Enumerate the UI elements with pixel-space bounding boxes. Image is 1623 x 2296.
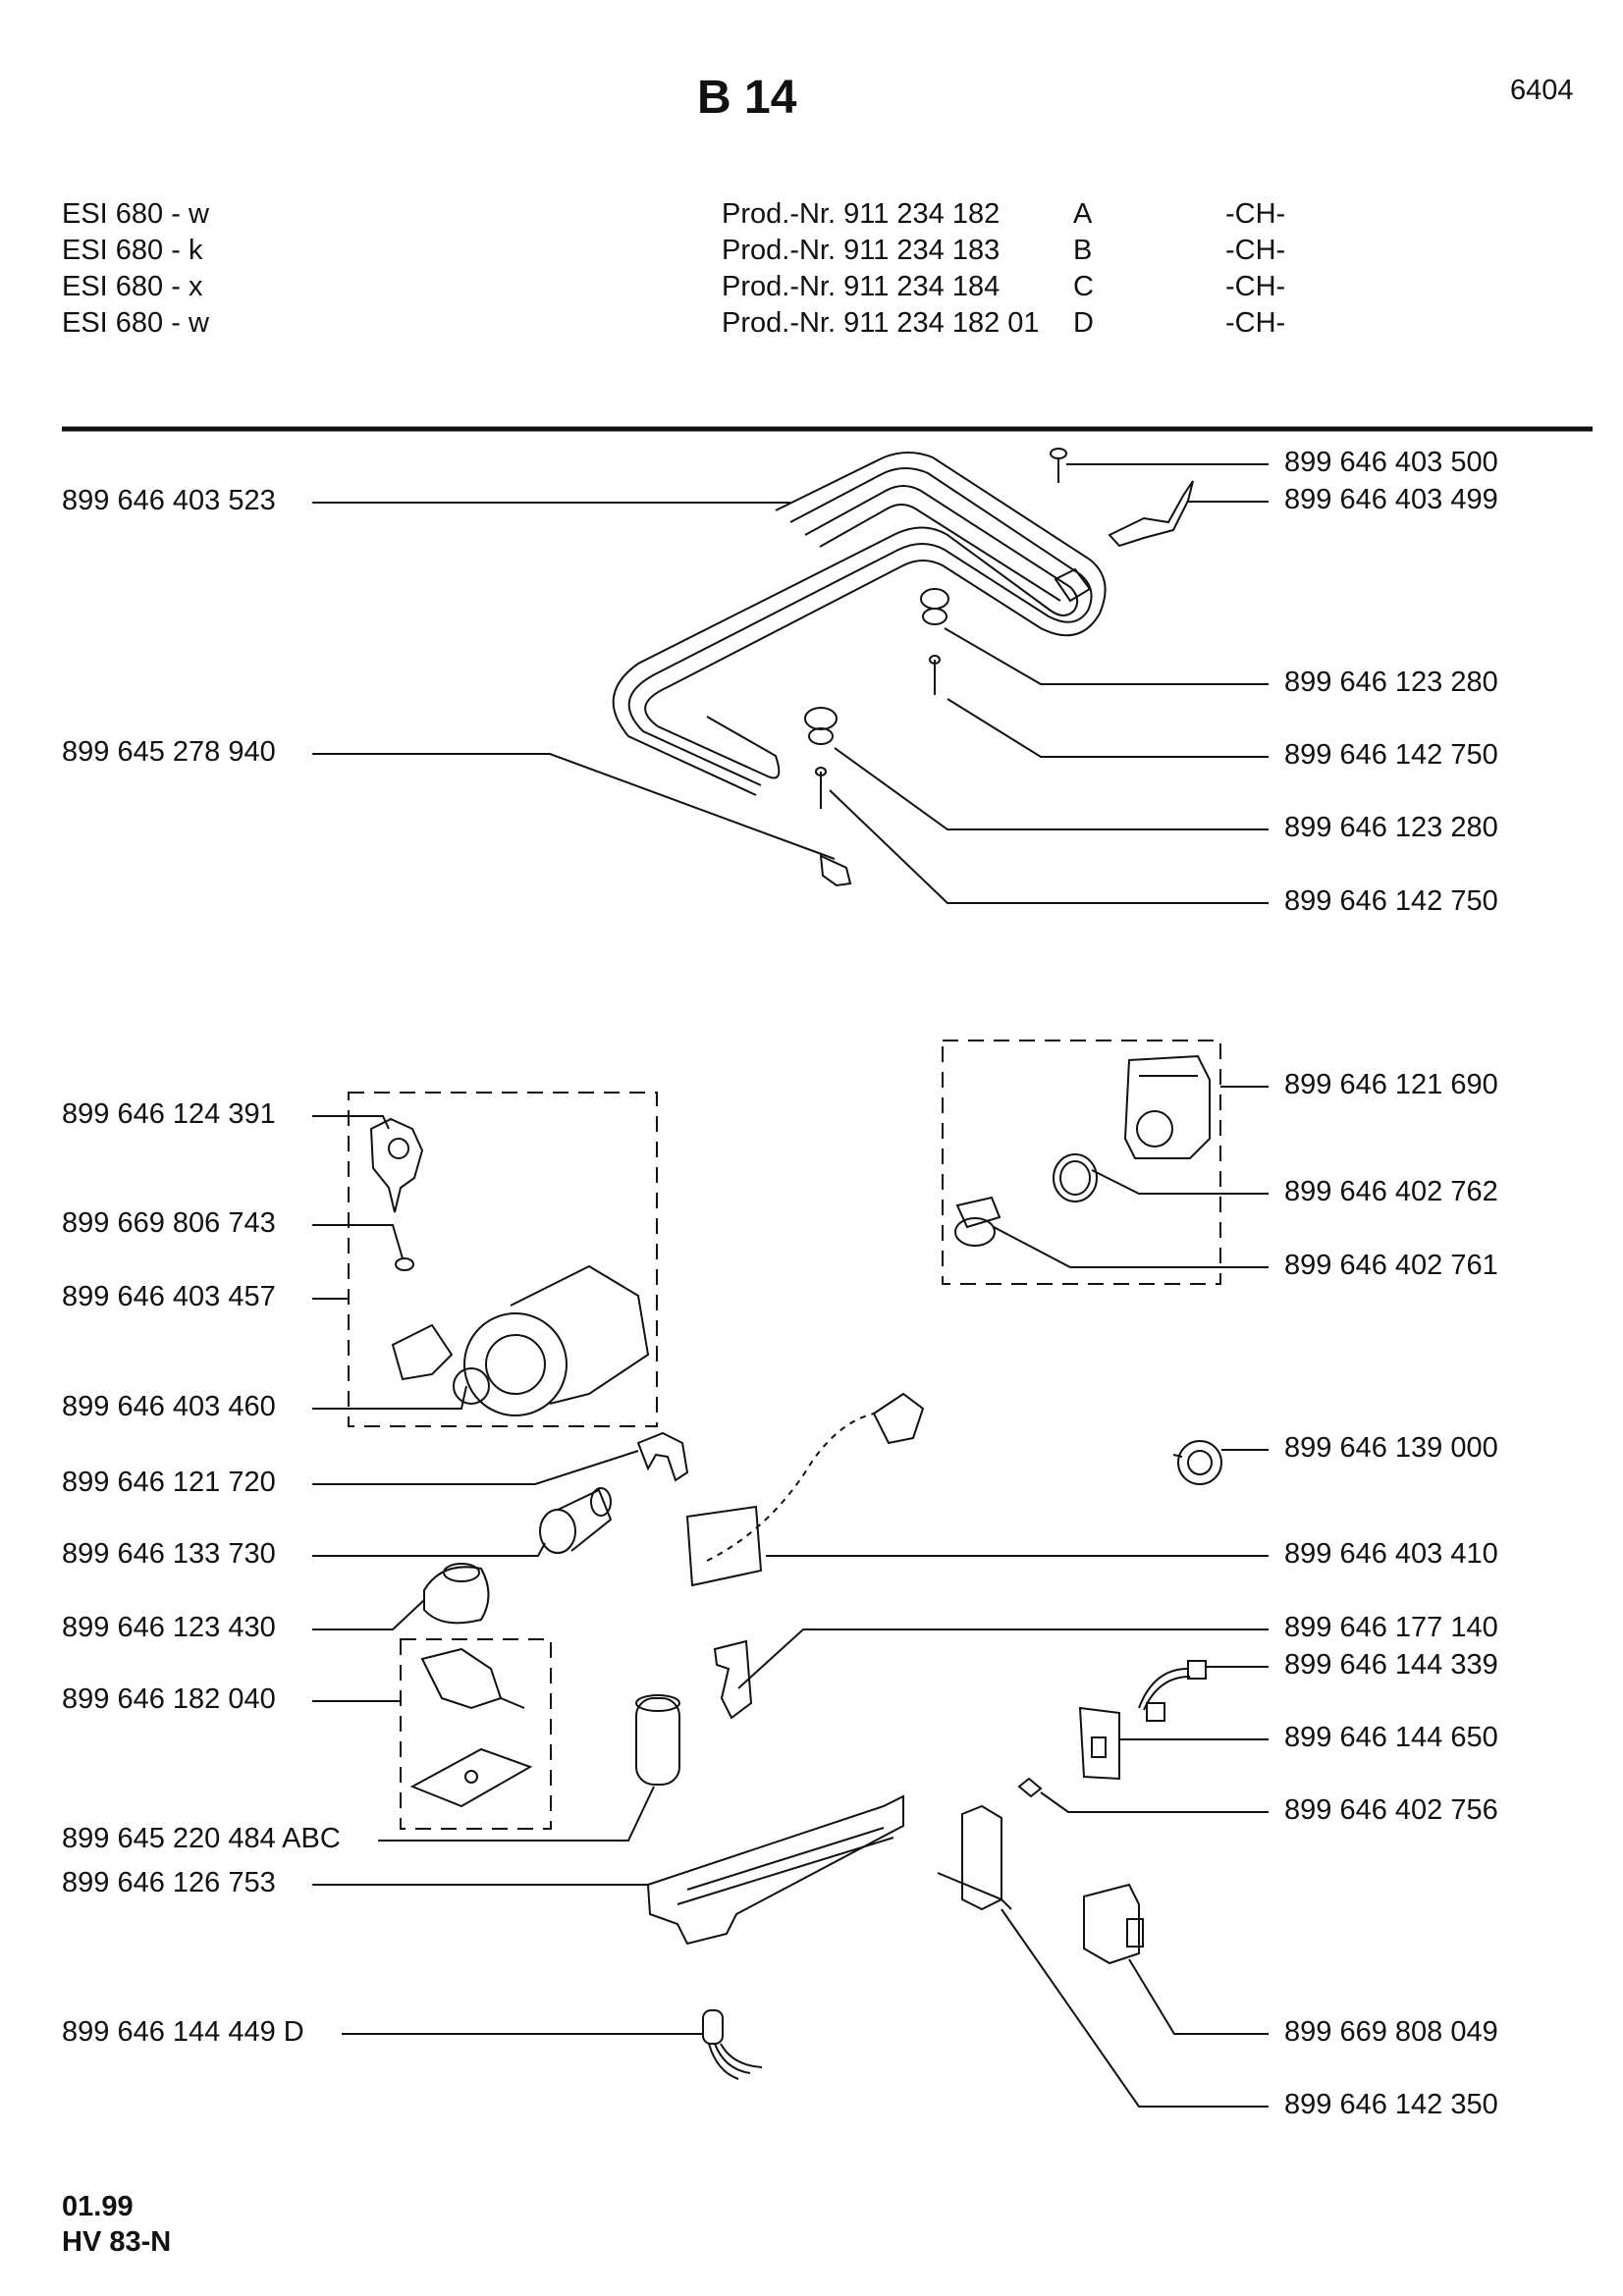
part-number-label: 899 646 123 430 <box>62 1612 276 1643</box>
power-cable-icon <box>685 1392 925 1587</box>
heating-element-icon <box>612 452 1107 796</box>
part-number-label: 899 646 403 410 <box>1284 1538 1498 1570</box>
part-number-label: 899 646 402 761 <box>1284 1250 1498 1281</box>
clip-icon <box>636 1431 689 1482</box>
capacitor-icon <box>635 1694 680 1786</box>
model-variant: D <box>1073 307 1094 339</box>
relay-icon <box>1083 1883 1144 1965</box>
switch-group-box <box>400 1638 552 1830</box>
model-prod-number: Prod.-Nr. 911 234 184 <box>722 271 1001 302</box>
part-number-label: 899 646 402 756 <box>1284 1794 1498 1826</box>
model-prod-number: Prod.-Nr. 911 234 183 <box>722 235 1001 266</box>
model-name: ESI 680 - k <box>62 235 203 266</box>
part-number-label: 899 646 142 750 <box>1284 885 1498 917</box>
part-number-label: 899 646 133 730 <box>62 1538 276 1570</box>
pressure-switch-icon <box>369 1117 424 1213</box>
seal-ring-icon <box>1053 1153 1098 1202</box>
part-number-label: 899 646 182 040 <box>62 1683 276 1715</box>
part-number-label: 899 646 403 500 <box>1284 447 1498 478</box>
part-number-label: 899 646 142 350 <box>1284 2089 1498 2120</box>
part-number-label: 899 646 177 140 <box>1284 1612 1498 1643</box>
part-number-label: 899 646 126 753 <box>62 1867 276 1898</box>
part-number-label: 899 646 403 523 <box>62 485 276 516</box>
part-number-label: 899 645 278 940 <box>62 736 276 768</box>
model-prod-number: Prod.-Nr. 911 234 182 <box>722 198 1001 230</box>
pin-icon <box>815 767 827 809</box>
cable-capacitor-icon <box>702 2009 763 2080</box>
screw-icon <box>1050 448 1067 483</box>
model-country: -CH- <box>1225 271 1286 302</box>
small-screw-icon <box>1017 1777 1043 1798</box>
circulation-pump-icon <box>391 1264 650 1416</box>
switch-icon <box>420 1647 525 1710</box>
page-title: B 14 <box>697 72 797 124</box>
model-name: ESI 680 - w <box>62 307 209 339</box>
level-switch-icon <box>1123 1054 1211 1159</box>
thermostat-icon <box>1172 1440 1222 1485</box>
sensor-icon <box>819 854 852 887</box>
part-number-label: 899 669 806 743 <box>62 1207 276 1239</box>
part-number-label: 899 646 144 339 <box>1284 1649 1498 1681</box>
footer-date: 01.99 <box>62 2191 134 2222</box>
holder-icon <box>713 1639 753 1720</box>
model-variant: B <box>1073 235 1093 266</box>
part-number-label: 899 646 403 499 <box>1284 484 1498 515</box>
sheet-number: 6404 <box>1510 75 1574 106</box>
grommet-icon <box>804 707 838 745</box>
pump-group-box <box>348 1092 658 1427</box>
part-number-label: 899 646 402 762 <box>1284 1176 1498 1207</box>
washer-icon <box>395 1257 414 1271</box>
control-panel-icon <box>646 1794 904 1946</box>
model-country: -CH- <box>1225 235 1286 266</box>
part-number-label: 899 646 139 000 <box>1284 1432 1498 1464</box>
model-name: ESI 680 - x <box>62 271 203 302</box>
part-number-label: 899 646 144 650 <box>1284 1722 1498 1753</box>
part-number-label: 899 646 403 457 <box>62 1281 276 1312</box>
model-variant: A <box>1073 198 1093 230</box>
pin-icon <box>929 655 941 695</box>
model-variant: C <box>1073 271 1094 302</box>
model-country: -CH- <box>1225 307 1286 339</box>
leader-lines <box>312 463 1269 2108</box>
model-name: ESI 680 - w <box>62 198 209 230</box>
grommet-icon <box>920 588 949 625</box>
motor-icon <box>539 1487 613 1554</box>
level-switch-group-box <box>942 1040 1221 1285</box>
part-number-label: 899 646 142 750 <box>1284 739 1498 771</box>
part-number-label: 899 646 123 280 <box>1284 812 1498 843</box>
part-number-label: 899 646 121 720 <box>62 1467 276 1498</box>
bracket-icon <box>1108 480 1194 548</box>
plate-icon <box>409 1747 533 1808</box>
knob-icon <box>423 1563 490 1625</box>
part-number-label: 899 646 123 280 <box>1284 667 1498 698</box>
model-prod-number: Prod.-Nr. 911 234 182 01 <box>722 307 1040 339</box>
part-number-label: 899 645 220 484 ABC <box>62 1823 341 1854</box>
model-country: -CH- <box>1225 198 1286 230</box>
circuit-board-icon <box>1078 1706 1120 1781</box>
footer-code: HV 83-N <box>62 2226 172 2258</box>
valve-icon <box>954 1196 1001 1247</box>
part-number-label: 899 646 403 460 <box>62 1391 276 1422</box>
mounting-bracket-icon <box>937 1804 1012 1911</box>
part-number-label: 899 669 808 049 <box>1284 2016 1498 2048</box>
part-number-label: 899 646 121 690 <box>1284 1069 1498 1100</box>
wire-harness-icon <box>1138 1660 1207 1722</box>
part-number-label: 899 646 144 449 D <box>62 2016 304 2048</box>
part-number-label: 899 646 124 391 <box>62 1098 276 1130</box>
